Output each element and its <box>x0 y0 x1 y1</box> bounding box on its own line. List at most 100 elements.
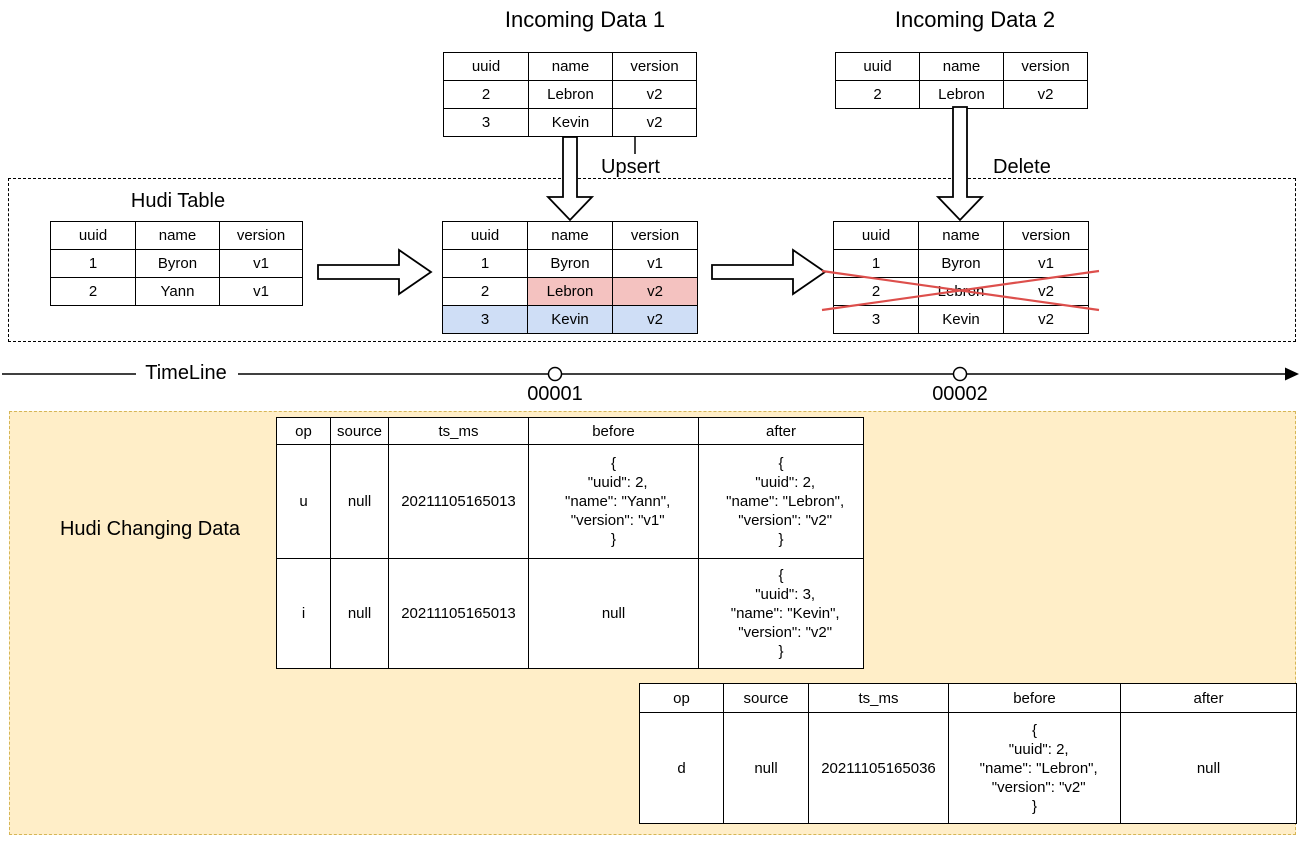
header-cell-after: after <box>698 417 864 445</box>
cell-version: v1 <box>219 277 303 306</box>
header-cell-name: name <box>135 221 220 250</box>
delete-label: Delete <box>993 156 1051 178</box>
table-row: 3 Kevin v2 <box>443 108 697 137</box>
cell-version: v2 <box>612 108 697 137</box>
cell-before: null <box>528 558 699 669</box>
hudi-changing-data-label: Hudi Changing Data <box>59 518 241 540</box>
cell-before: { "uuid": 2, "name": "Yann", "version": … <box>528 444 699 559</box>
timeline-arrowhead-icon <box>1285 367 1299 381</box>
header-cell-version: version <box>612 221 698 250</box>
cell-name: Lebron <box>918 277 1004 306</box>
table-row-updated: 2 Lebron v2 <box>442 277 698 306</box>
header-cell-name: name <box>918 221 1004 250</box>
table-row: 1 Byron v1 <box>442 249 698 278</box>
table-row-deleted: 2 Lebron v2 <box>833 277 1089 306</box>
header-cell-version: version <box>1003 221 1089 250</box>
header-row: uuid name version <box>443 52 697 81</box>
hudi-after-delete-table: uuid name version 1 Byron v1 2 Lebron v2… <box>833 221 1089 334</box>
header-cell-op: op <box>276 417 331 445</box>
header-cell-name: name <box>528 52 613 81</box>
header-cell-name: name <box>919 52 1004 81</box>
table-row: 2 Yann v1 <box>50 277 303 306</box>
header-cell-version: version <box>612 52 697 81</box>
header-cell-uuid: uuid <box>50 221 136 250</box>
cell-version-inserted: v2 <box>612 305 698 334</box>
hudi-after-upsert-table: uuid name version 1 Byron v1 2 Lebron v2… <box>442 221 698 334</box>
header-cell-uuid: uuid <box>833 221 919 250</box>
commit-marker-00002 <box>952 366 968 382</box>
header-cell-ts-ms: ts_ms <box>808 683 949 713</box>
cell-version: v1 <box>1003 249 1089 278</box>
cell-name-inserted: Kevin <box>527 305 613 334</box>
cdc-row-delete: d null 20211105165036 { "uuid": 2, "name… <box>639 712 1297 824</box>
header-cell-uuid: uuid <box>443 52 529 81</box>
cell-version: v1 <box>612 249 698 278</box>
cdc-commit-00001-table: op source ts_ms before after u null 2021… <box>276 417 864 669</box>
cell-uuid: 1 <box>50 249 136 278</box>
cell-uuid: 2 <box>443 80 529 109</box>
incoming-data-1-title: Incoming Data 1 <box>504 7 666 32</box>
cell-version-updated: v2 <box>612 277 698 306</box>
header-cell-version: version <box>1003 52 1088 81</box>
header-cell-ts-ms: ts_ms <box>388 417 529 445</box>
cdc-commit-00002-table: op source ts_ms before after d null 2021… <box>639 683 1297 824</box>
cell-source: null <box>723 712 809 824</box>
table-row: 2 Lebron v2 <box>835 80 1088 109</box>
cell-uuid: 3 <box>443 108 529 137</box>
cell-before: { "uuid": 2, "name": "Lebron", "version"… <box>948 712 1121 824</box>
table-row: 1 Byron v1 <box>50 249 303 278</box>
header-cell-source: source <box>723 683 809 713</box>
header-cell-op: op <box>639 683 724 713</box>
header-cell-name: name <box>527 221 613 250</box>
cell-uuid: 2 <box>50 277 136 306</box>
cell-source: null <box>330 558 389 669</box>
cell-op: u <box>276 444 331 559</box>
cell-version: v2 <box>1003 305 1089 334</box>
cell-name: Byron <box>135 249 220 278</box>
header-cell-after: after <box>1120 683 1297 713</box>
cell-name: Yann <box>135 277 220 306</box>
header-row: uuid name version <box>833 221 1089 250</box>
header-cell-before: before <box>528 417 699 445</box>
cell-after: null <box>1120 712 1297 824</box>
cell-version: v2 <box>1003 80 1088 109</box>
header-row: uuid name version <box>50 221 303 250</box>
cell-ts-ms: 20211105165036 <box>808 712 949 824</box>
commit-00001-label: 00001 <box>527 383 583 405</box>
cdc-row-insert: i null 20211105165013 null { "uuid": 3, … <box>276 558 864 669</box>
cell-uuid: 1 <box>442 249 528 278</box>
header-row: uuid name version <box>835 52 1088 81</box>
header-row: op source ts_ms before after <box>276 417 864 445</box>
incoming-data-2-title: Incoming Data 2 <box>894 7 1056 32</box>
cell-name: Kevin <box>918 305 1004 334</box>
cell-uuid: 3 <box>833 305 919 334</box>
cell-uuid-inserted: 3 <box>442 305 528 334</box>
cell-source: null <box>330 444 389 559</box>
header-cell-version: version <box>219 221 303 250</box>
cell-op: d <box>639 712 724 824</box>
table-row: 3 Kevin v2 <box>833 305 1089 334</box>
header-cell-uuid: uuid <box>442 221 528 250</box>
hudi-table-label: Hudi Table <box>130 190 226 212</box>
header-row: uuid name version <box>442 221 698 250</box>
header-row: op source ts_ms before after <box>639 683 1297 713</box>
cell-name-updated: Lebron <box>527 277 613 306</box>
cell-uuid: 2 <box>833 277 919 306</box>
cell-name: Lebron <box>528 80 613 109</box>
cell-version: v2 <box>1003 277 1089 306</box>
cell-after: { "uuid": 3, "name": "Kevin", "version":… <box>698 558 864 669</box>
cell-after: { "uuid": 2, "name": "Lebron", "version"… <box>698 444 864 559</box>
cell-name: Byron <box>918 249 1004 278</box>
incoming-data-1-table: uuid name version 2 Lebron v2 3 Kevin v2 <box>443 52 697 137</box>
timeline-label: TimeLine <box>145 362 227 384</box>
commit-00002-label: 00002 <box>932 383 988 405</box>
cdc-row-update: u null 20211105165013 { "uuid": 2, "name… <box>276 444 864 559</box>
upsert-label: Upsert <box>601 156 660 178</box>
cell-name: Kevin <box>528 108 613 137</box>
cell-name: Byron <box>527 249 613 278</box>
header-cell-uuid: uuid <box>835 52 920 81</box>
hudi-table-box <box>8 178 1296 342</box>
cell-uuid: 2 <box>835 80 920 109</box>
cell-uuid: 2 <box>442 277 528 306</box>
